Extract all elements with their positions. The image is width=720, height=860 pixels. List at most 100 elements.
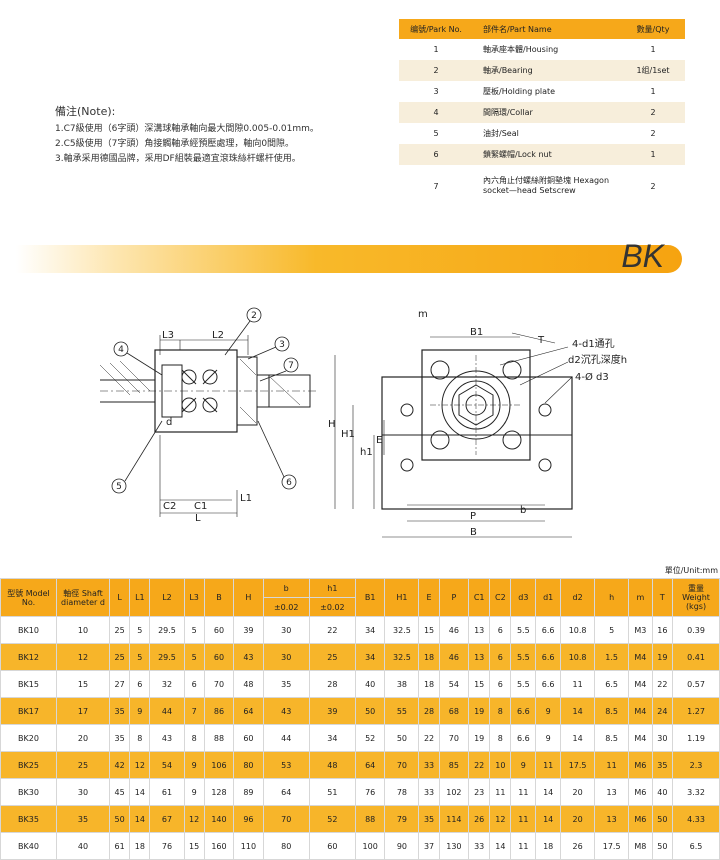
spec-cell: 24	[651, 697, 674, 725]
spec-cell: 39	[308, 697, 356, 725]
spec-cell: 11	[594, 751, 630, 779]
header-col: L2	[149, 578, 185, 617]
spec-cell: 140	[203, 805, 235, 833]
spec-cell: 5.5	[510, 643, 537, 671]
dim-label: L1	[240, 493, 252, 504]
spec-cell: 15	[56, 670, 110, 698]
spec-cell: 14	[535, 778, 562, 806]
spec-cell: 5.5	[510, 616, 537, 644]
spec-cell: 33	[418, 751, 440, 779]
spec-cell: 22	[308, 616, 356, 644]
spec-cell: 35	[651, 751, 674, 779]
spec-cell: M4	[628, 697, 653, 725]
spec-cell: 22	[651, 670, 674, 698]
header-tolerance: ±0.02	[262, 597, 310, 617]
spec-cell: 10	[489, 751, 512, 779]
dim-label: B	[470, 527, 477, 538]
dim-label: d	[166, 417, 172, 428]
spec-cell: 64	[233, 697, 264, 725]
spec-cell: 64	[262, 778, 310, 806]
spec-cell: 26	[560, 832, 596, 860]
spec-cell: 5.5	[510, 670, 537, 698]
spec-cell: 67	[149, 805, 185, 833]
spec-cell: 30	[651, 724, 674, 752]
parts-header-row: 编號/Park No. 部件名/Part Name 數量/Qty	[399, 19, 685, 39]
spec-cell: 9	[129, 697, 151, 725]
model-cell: BK20	[0, 724, 57, 752]
dim-label: H1	[341, 429, 355, 440]
dim-label: 4-Ø d3	[575, 371, 609, 383]
spec-cell: 8	[489, 724, 512, 752]
spec-cell: 11	[510, 832, 537, 860]
parts-qty: 1	[621, 144, 685, 165]
spec-cell: 13	[468, 616, 491, 644]
callout-number: 6	[286, 478, 292, 488]
model-cell: BK25	[0, 751, 57, 779]
spec-cell: 54	[438, 670, 470, 698]
spec-cell: 5	[183, 616, 205, 644]
spec-cell: 50	[384, 724, 420, 752]
spec-cell: 11	[560, 670, 596, 698]
header-col: d1	[535, 578, 562, 617]
spec-cell: 0.41	[672, 643, 720, 671]
spec-cell: 33	[418, 778, 440, 806]
spec-cell: 19	[468, 697, 491, 725]
spec-cell: 9	[535, 697, 562, 725]
front-view	[334, 332, 573, 538]
spec-cell: 43	[233, 643, 264, 671]
header-col: L	[108, 578, 131, 617]
spec-header-row: 型號 Model No. 軸徑 Shaft diameter d L L1 L2…	[0, 578, 720, 617]
spec-cell: 50	[354, 697, 386, 725]
spec-cell: 61	[149, 778, 185, 806]
spec-cell: 25	[56, 751, 110, 779]
spec-cell: 22	[468, 751, 491, 779]
spec-cell: 35	[262, 670, 310, 698]
spec-cell: 106	[203, 751, 235, 779]
spec-cell: 48	[233, 670, 264, 698]
parts-name: 油封/Seal	[483, 128, 519, 138]
parts-no: 3	[433, 87, 439, 96]
dim-label: P	[470, 511, 476, 522]
unit-label: 單位/Unit:mm	[664, 566, 718, 575]
parts-no: 4	[399, 102, 473, 123]
spec-cell: 1.19	[672, 724, 720, 752]
model-cell: BK10	[0, 616, 57, 644]
header-col: C2	[489, 578, 512, 617]
header-shaft: 軸徑 Shaft diameter d	[56, 578, 110, 617]
spec-cell: 9	[510, 751, 537, 779]
spec-cell: 9	[183, 778, 205, 806]
parts-header-qty: 數量/Qty	[621, 19, 685, 39]
note-line: 3.軸承采用德國品牌，采用DF組裝最適宜滾珠絲杆螺杆使用。	[55, 154, 301, 164]
spec-cell: 35	[108, 697, 131, 725]
parts-name: 鎖緊螺帽/Lock nut	[473, 144, 621, 165]
header-weight: 重量 Weight (kgs)	[672, 578, 720, 617]
spec-cell: 13	[594, 805, 630, 833]
spec-cell: 30	[262, 643, 310, 671]
spec-cell: 19	[651, 643, 674, 671]
spec-cell: 17.5	[560, 751, 596, 779]
spec-cell: 35	[418, 805, 440, 833]
header-col: P	[438, 578, 470, 617]
spec-cell: 44	[149, 697, 185, 725]
spec-cell: 40	[354, 670, 386, 698]
spec-cell: 10.8	[560, 643, 596, 671]
dim-label: C1	[194, 501, 207, 512]
spec-cell: 89	[233, 778, 264, 806]
spec-cell: 7	[183, 697, 205, 725]
spec-cell: 52	[308, 805, 356, 833]
spec-cell: 110	[233, 832, 264, 860]
parts-no: 6	[399, 144, 473, 165]
spec-cell: 40	[56, 832, 110, 860]
header-col: L1	[129, 578, 151, 617]
spec-cell: 100	[354, 832, 386, 860]
spec-cell: 60	[203, 643, 235, 671]
spec-cell: 18	[129, 832, 151, 860]
spec-cell: M6	[628, 778, 653, 806]
spec-cell: 78	[384, 778, 420, 806]
spec-cell: 51	[308, 778, 356, 806]
spec-cell: 61	[108, 832, 131, 860]
